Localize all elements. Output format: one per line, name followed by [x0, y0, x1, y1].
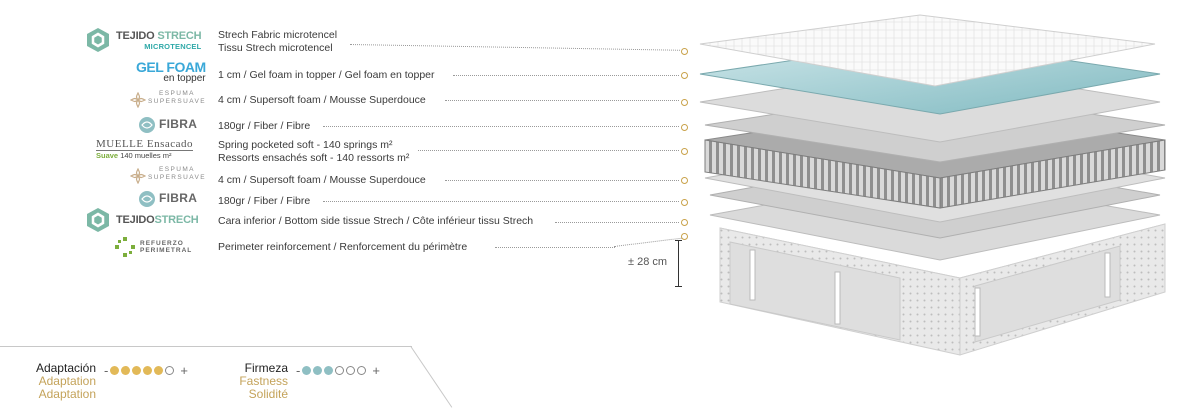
height-bracket-bottom: [675, 286, 682, 287]
brand-muelle-ensacado: MUELLE Ensacado Suave 140 muelles m²: [96, 139, 193, 160]
brand-perimetral-text: PERIMETRAL: [140, 247, 193, 254]
flower-icon: [130, 168, 146, 184]
brand-espuma-supersuave: ESPUMA SUPERSUAVE: [148, 90, 206, 106]
leader-marker: [681, 124, 688, 131]
leader-line: [349, 44, 680, 51]
mattress-illustration: [699, 14, 1166, 356]
layer-top-cover: [699, 14, 1156, 87]
adaptation-scale: - +: [104, 363, 188, 378]
brand-en-topper-text: en topper: [163, 73, 206, 84]
mattress-base: [719, 223, 1166, 356]
leader-line: [495, 247, 615, 248]
adaptation-dot-3: [132, 366, 142, 375]
layer-desc-2: 1 cm / Gel foam in topper / Gel foam en …: [218, 69, 435, 81]
brand-muelle-text: MUELLE Ensacado: [96, 138, 193, 151]
layer-desc-1b: Tissu Strech microtencel: [218, 42, 333, 54]
adaptation-dot-1: [110, 366, 120, 375]
leader-line: [453, 75, 679, 76]
leader-line: [418, 150, 679, 151]
layer-desc-4: 180gr / Fiber / Fibre: [218, 120, 311, 132]
height-bracket-line: [678, 240, 679, 286]
brand-fibra-text: FIBRA: [159, 191, 198, 205]
ratings-divider-top: [0, 346, 412, 347]
fiber-icon: [139, 117, 155, 133]
firmness-plus: +: [372, 363, 380, 378]
perimeter-icon: [115, 237, 135, 257]
leader-marker: [681, 219, 688, 226]
leader-line: [323, 126, 679, 127]
leader-line: [323, 201, 679, 202]
brand-supersuave-text: SUPERSUAVE: [148, 98, 206, 105]
firmness-dot-5: [346, 366, 356, 375]
hexagon-icon: [87, 208, 109, 232]
leader-marker: [681, 72, 688, 79]
brand-muelles-text: 140 muelles m²: [118, 151, 172, 160]
brand-espuma-supersuave: ESPUMA SUPERSUAVE: [148, 166, 206, 182]
layer-desc-6: 4 cm / Supersoft foam / Mousse Superdouc…: [218, 174, 426, 186]
adaptation-dot-5: [154, 366, 164, 375]
leader-line: [613, 237, 684, 247]
layer-desc-3: 4 cm / Supersoft foam / Mousse Superdouc…: [218, 94, 426, 106]
leader-marker: [681, 233, 688, 240]
height-bracket-top: [675, 240, 682, 241]
brand-fibra-text: FIBRA: [159, 117, 198, 131]
brand-supersuave-text: SUPERSUAVE: [148, 174, 206, 181]
leader-line: [445, 180, 679, 181]
leader-marker: [681, 99, 688, 106]
brand-strech-text: STRECH: [157, 30, 202, 42]
adaptation-plus: +: [180, 363, 188, 378]
brand-gel-foam: GEL FOAM en topper: [136, 59, 206, 84]
hexagon-icon: [87, 28, 109, 52]
brand-refuerzo-text: REFUERZO: [140, 240, 184, 247]
adaptation-label-en: Adaptation: [38, 374, 96, 388]
height-label: ± 28 cm: [628, 256, 668, 268]
firmness-scale: - +: [296, 363, 380, 378]
brand-espuma-text: ESPUMA: [159, 166, 195, 173]
firmness-label-es: Firmeza: [244, 361, 288, 375]
adaptation-dot-2: [121, 366, 131, 375]
leader-line: [445, 100, 679, 101]
adaptation-label-fr: Adaptation: [38, 387, 96, 401]
layer-desc-1a: Strech Fabric microtencel: [218, 29, 338, 41]
layer-desc-5a: Spring pocketed soft - 140 springs m²: [218, 139, 393, 151]
brand-suave-text: Suave: [96, 151, 119, 160]
firmness-dot-3: [324, 366, 334, 375]
adaptation-dot-6: [165, 366, 175, 375]
layer-desc-9: Perimeter reinforcement / Renforcement d…: [218, 241, 468, 253]
firmness-dot-6: [357, 366, 367, 375]
ratings-divider-diagonal: [410, 345, 453, 408]
brand-espuma-text: ESPUMA: [159, 90, 195, 97]
adaptation-labels: Adaptación Adaptation Adaptation: [0, 362, 96, 401]
brand-tejido-strech-microtencel: TEJIDO STRECH MICROTENCEL: [116, 30, 202, 51]
layer-desc-8: Cara inferior / Bottom side tissue Strec…: [218, 215, 534, 227]
layer-desc-7: 180gr / Fiber / Fibre: [218, 195, 311, 207]
brand-refuerzo-perimetral: REFUERZO PERIMETRAL: [140, 240, 192, 254]
brand-tejido-text: TEJIDO: [116, 214, 155, 226]
brand-gel-foam-text: GEL FOAM: [136, 59, 206, 75]
brand-tejido-text: TEJIDO: [116, 30, 158, 42]
firmness-dot-4: [335, 366, 345, 375]
leader-marker: [681, 177, 688, 184]
fiber-icon: [139, 191, 155, 207]
firmness-dot-2: [313, 366, 323, 375]
brand-tejido-strech: TEJIDO STRECH: [116, 214, 199, 226]
leader-marker: [681, 199, 688, 206]
firmness-label-fr: Solidité: [248, 387, 288, 401]
layer-desc-5b: Ressorts ensachés soft - 140 ressorts m²: [218, 152, 410, 164]
leader-marker: [681, 48, 688, 55]
adaptation-dot-4: [143, 366, 153, 375]
leader-line: [555, 222, 679, 223]
firmness-minus: -: [296, 363, 301, 378]
brand-strech-text: STRECH: [154, 214, 199, 226]
firmness-label-en: Fastness: [239, 374, 288, 388]
adaptation-label-es: Adaptación: [35, 361, 96, 375]
leader-marker: [681, 148, 688, 155]
brand-microtencel-text: MICROTENCEL: [144, 42, 202, 51]
firmness-labels: Firmeza Fastness Solidité: [200, 362, 288, 401]
flower-icon: [130, 92, 146, 108]
adaptation-minus: -: [104, 363, 109, 378]
firmness-dot-1: [302, 366, 312, 375]
